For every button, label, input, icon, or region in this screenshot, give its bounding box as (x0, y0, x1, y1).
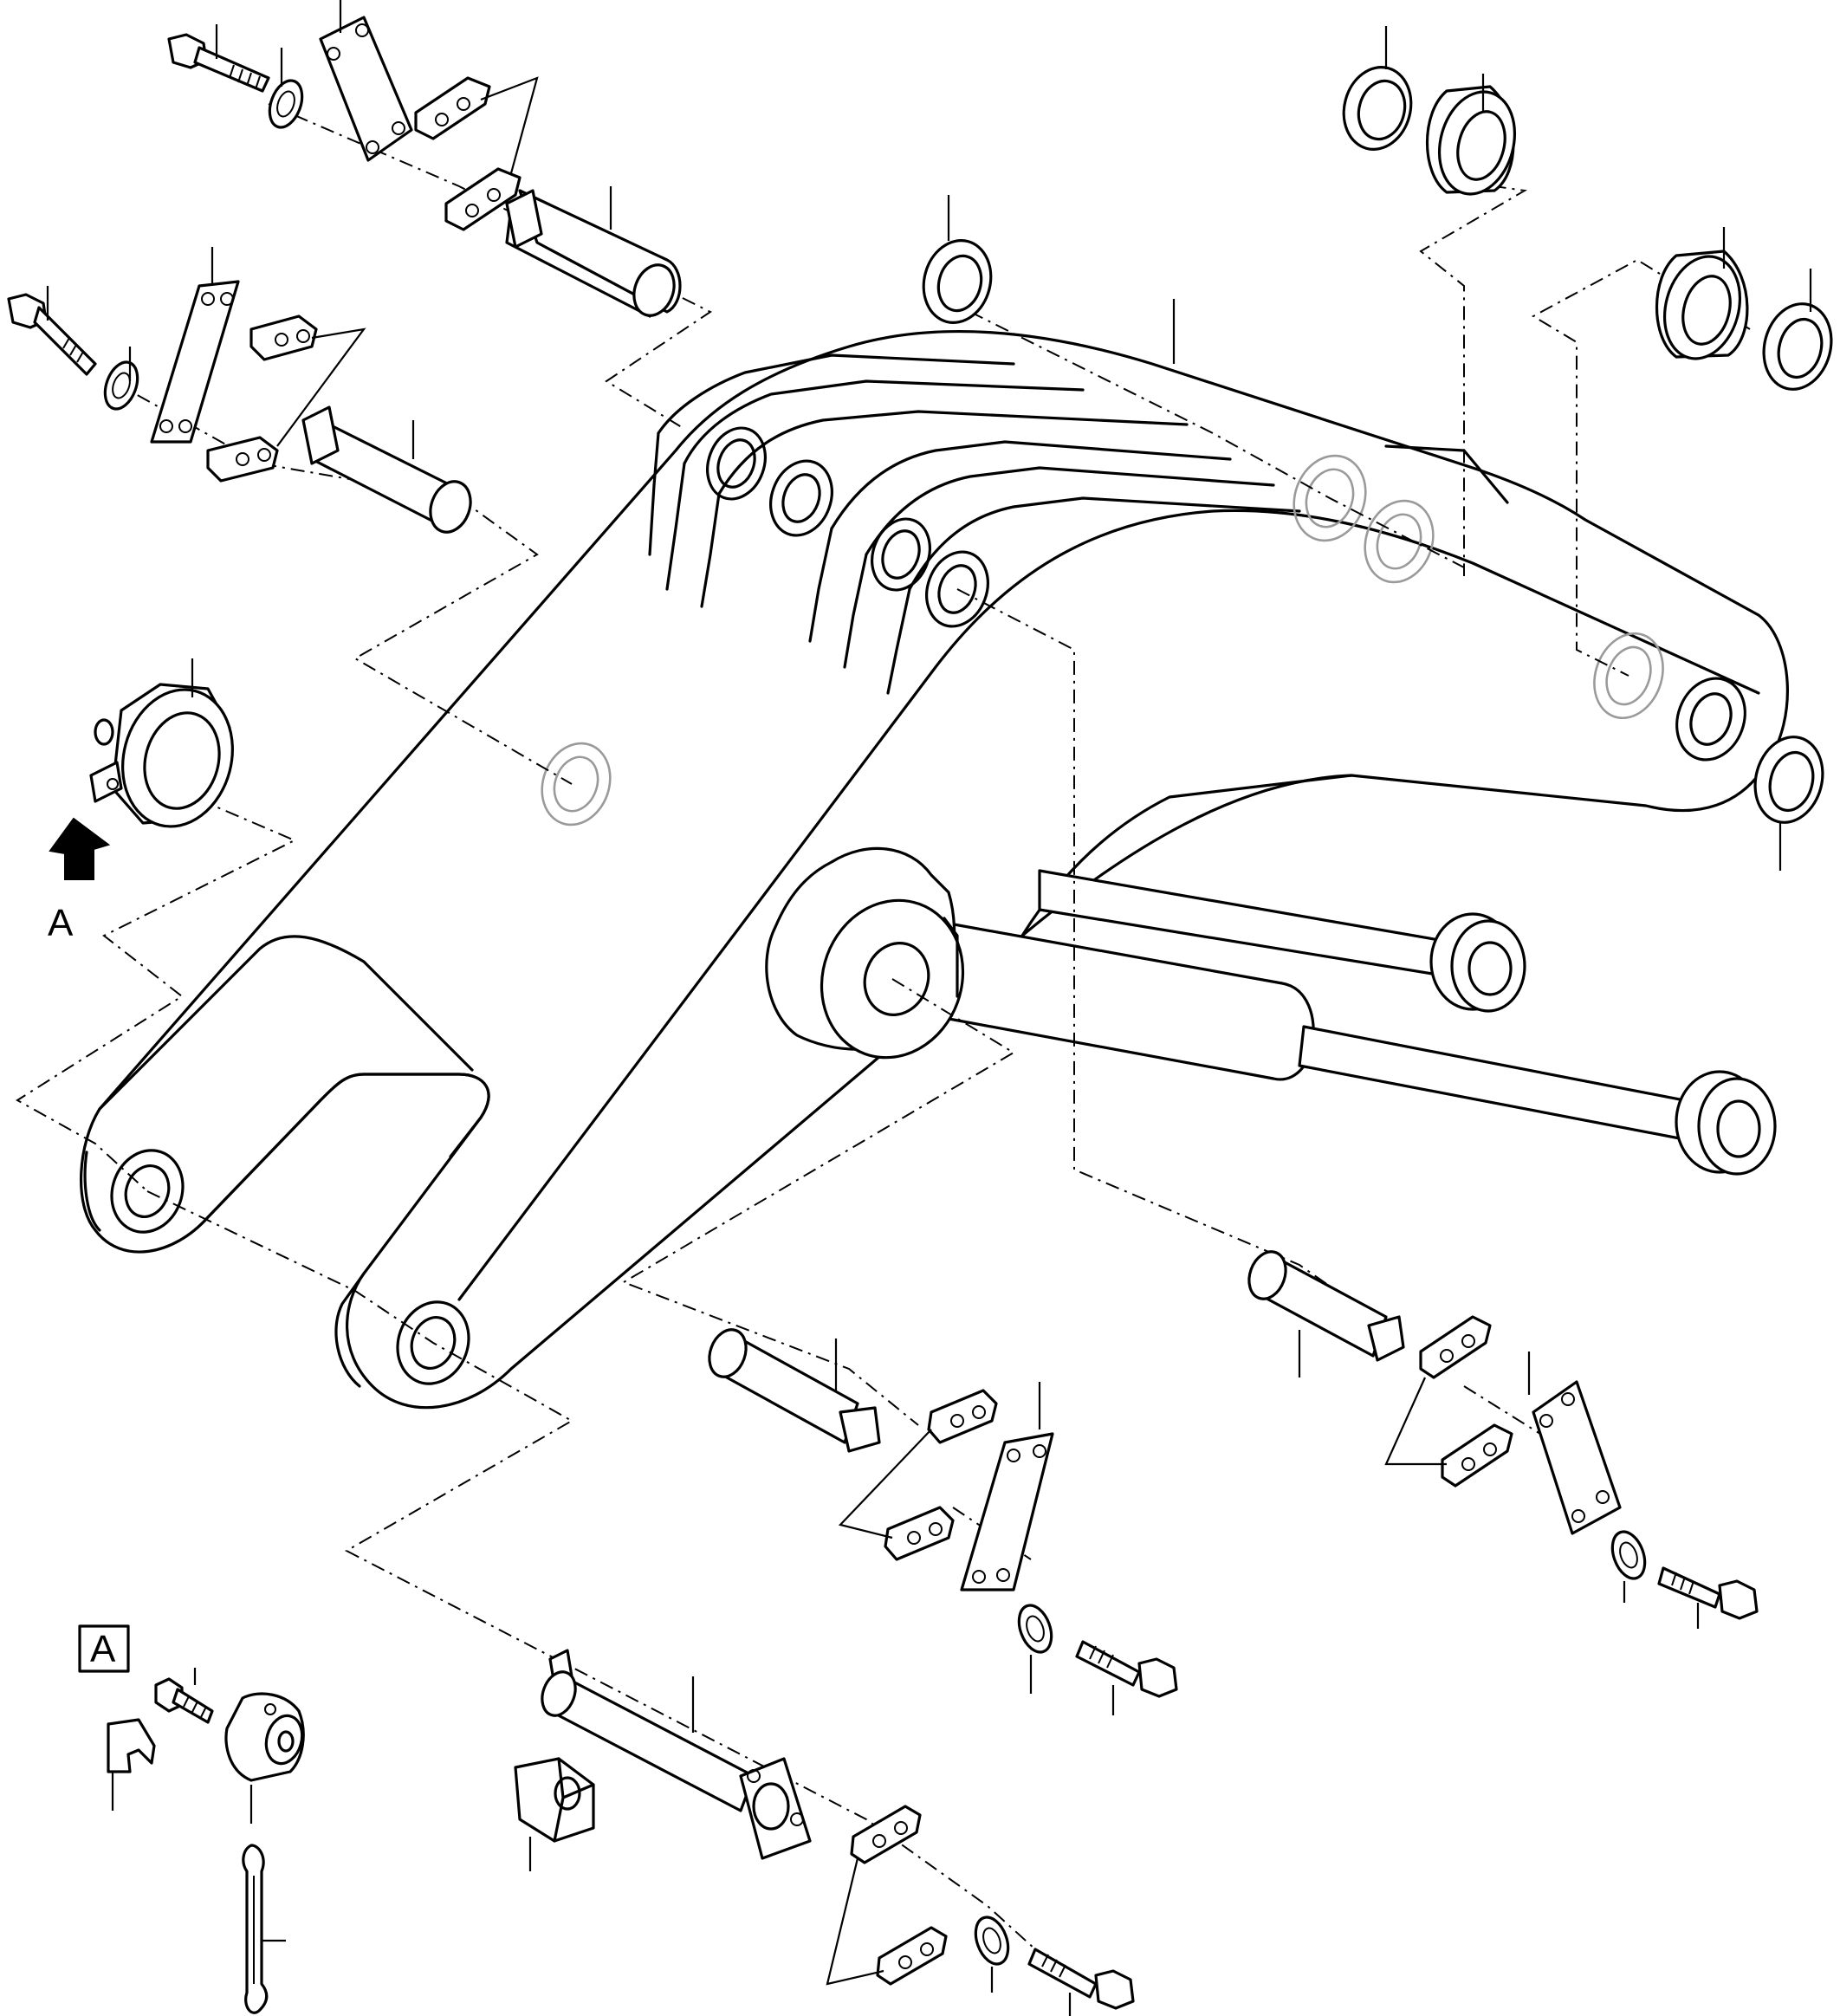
boom-bores (110, 426, 1746, 1385)
u-clip (107, 1718, 156, 1773)
pin-group-top (167, 16, 682, 318)
retaining-plate-left (150, 280, 240, 444)
hydraulic-cylinders (765, 846, 1777, 1176)
shim-top-2 (444, 167, 522, 231)
thrust-washer-top-right (1342, 66, 1413, 151)
lock-washer-right (1610, 1530, 1647, 1580)
bolt-right (1657, 1566, 1759, 1620)
pin-group-center (708, 1328, 1178, 1698)
shim-right-2 (1441, 1423, 1513, 1488)
pin-group-left (7, 280, 472, 534)
lock-washer-top (268, 79, 304, 129)
shim-bottom-1 (850, 1805, 922, 1864)
lock-washer-center (1017, 1604, 1053, 1654)
washer-boom-right (1753, 736, 1824, 824)
bolt-center (1075, 1640, 1178, 1698)
detail-label: A (90, 1628, 116, 1670)
pivot-pin-top (505, 189, 682, 318)
washer-boom-top (922, 239, 993, 324)
detail-label-box (78, 1624, 130, 1673)
lock-washer-bottom (974, 1916, 1010, 1966)
hex-nut-bottom (514, 1757, 595, 1843)
pivot-pin-right (1247, 1250, 1405, 1362)
pin-group-right (1247, 1250, 1759, 1620)
detail-a: A (78, 1624, 305, 2014)
view-arrow (49, 817, 111, 880)
retaining-plate-center (960, 1432, 1054, 1591)
detail-bolt (154, 1677, 214, 1724)
boom-arm (79, 330, 1789, 1410)
pin-group-bottom (514, 1649, 1135, 2010)
shim-left-1 (249, 314, 318, 361)
shim-left-2 (206, 436, 279, 483)
view-label: A (48, 902, 74, 944)
greased-bushing (89, 683, 234, 828)
bolt-left (7, 293, 97, 376)
pivot-pin-left (301, 405, 472, 534)
callout-leaders (46, 0, 1812, 2016)
bushings-top-right (922, 66, 1833, 824)
shim-top-1 (414, 76, 491, 140)
shim-right-1 (1419, 1315, 1492, 1379)
hidden-washers (541, 454, 1664, 826)
bolt-bottom (1027, 1948, 1135, 2010)
retaining-plate-right (1532, 1380, 1622, 1535)
lock-washer-left (103, 360, 139, 411)
shim-bottom-2 (876, 1926, 948, 1986)
retaining-plate-top (319, 16, 413, 162)
pin-flange-bottom (739, 1757, 812, 1860)
bolt-top (167, 33, 270, 93)
cotter-pin (242, 1844, 269, 2014)
pivot-pin-center (708, 1328, 881, 1453)
